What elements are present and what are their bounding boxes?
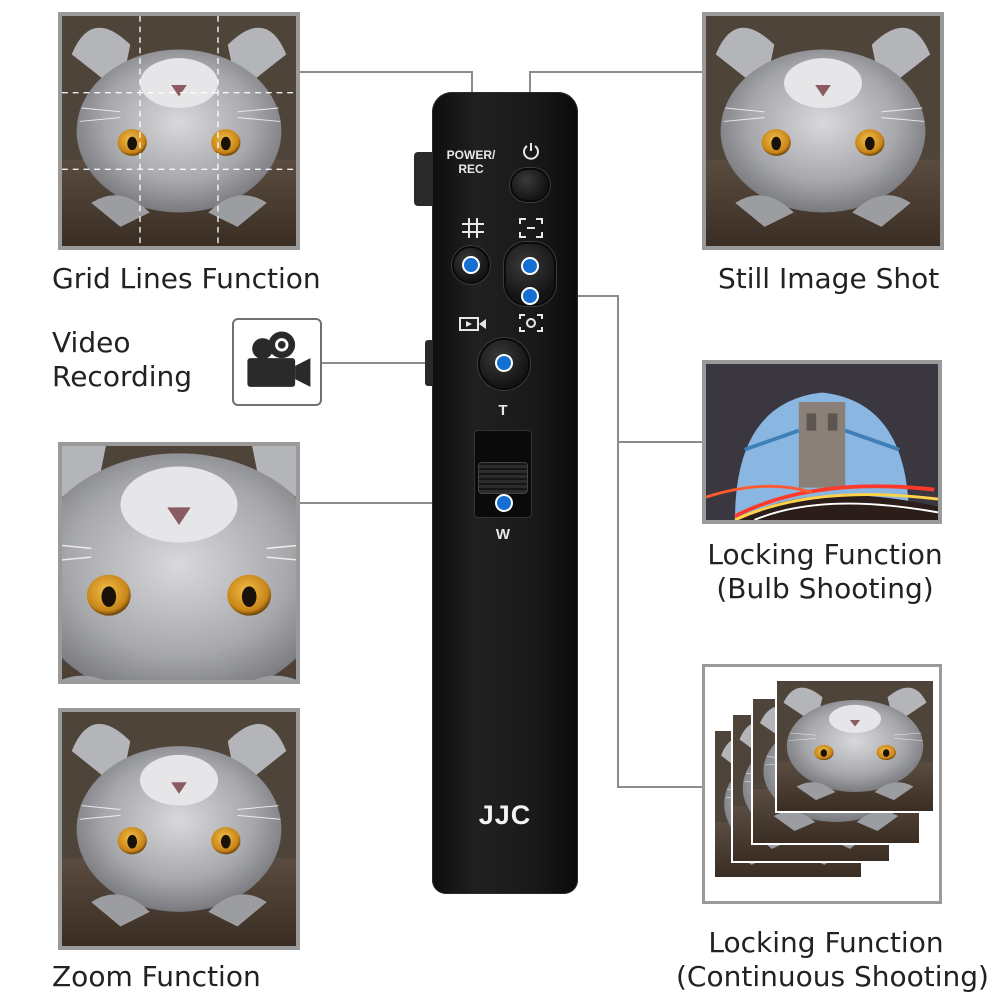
- power-button[interactable]: [510, 168, 550, 202]
- power-label-line1: POWER/: [446, 148, 496, 162]
- power-label-line2: REC: [458, 162, 484, 176]
- continuous-shooting-frame: [702, 664, 942, 904]
- grid-lines-caption: Grid Lines Function: [52, 262, 321, 295]
- video-caption-line1: Video: [52, 326, 131, 359]
- continuous-caption-line1: Locking Function: [708, 926, 944, 959]
- zoom-caption: Zoom Function: [52, 960, 261, 993]
- tele-label: T: [498, 402, 508, 419]
- video-caption-line2: Recording: [52, 359, 193, 393]
- zoom-lever[interactable]: [478, 462, 528, 494]
- continuous-shooting-caption: Locking Function (Continuous Shooting): [676, 926, 989, 993]
- brand-logo: JJC: [478, 800, 532, 830]
- bulb-shooting-photo: [702, 360, 942, 524]
- zoom-wide-photo: [58, 708, 300, 950]
- video-camera-icon: [247, 331, 311, 387]
- grid-button-indicator: [462, 256, 480, 274]
- still-capture-icon: [519, 314, 543, 332]
- video-icon: [459, 317, 486, 331]
- bulb-shooting-caption: Locking Function (Bulb Shooting): [700, 538, 950, 605]
- power-icon: [523, 143, 539, 160]
- grid-lines-photo: [58, 12, 300, 250]
- power-switch[interactable]: [414, 152, 434, 206]
- video-camera-icon-box: [232, 318, 322, 406]
- power-rec-label: POWER/ REC: [440, 148, 502, 176]
- shutter-half-indicator: [521, 257, 539, 275]
- zoom-lever-indicator: [495, 494, 513, 512]
- still-image-caption: Still Image Shot: [718, 262, 940, 295]
- side-button[interactable]: [425, 340, 435, 386]
- stack-photo-1: [775, 679, 935, 813]
- continuous-caption-line2: (Continuous Shooting): [676, 959, 989, 993]
- zoom-photo: [58, 442, 300, 684]
- still-image-photo: [702, 12, 944, 250]
- wide-label: W: [495, 526, 511, 543]
- bulb-caption-line1: Locking Function: [707, 538, 943, 571]
- shutter-lock-indicator: [521, 287, 539, 305]
- video-button-indicator: [495, 354, 513, 372]
- grid-icon: [462, 218, 484, 238]
- bulb-caption-line2: (Bulb Shooting): [716, 571, 934, 605]
- video-recording-caption: Video Recording: [52, 326, 192, 393]
- focus-frame-icon: [519, 218, 543, 238]
